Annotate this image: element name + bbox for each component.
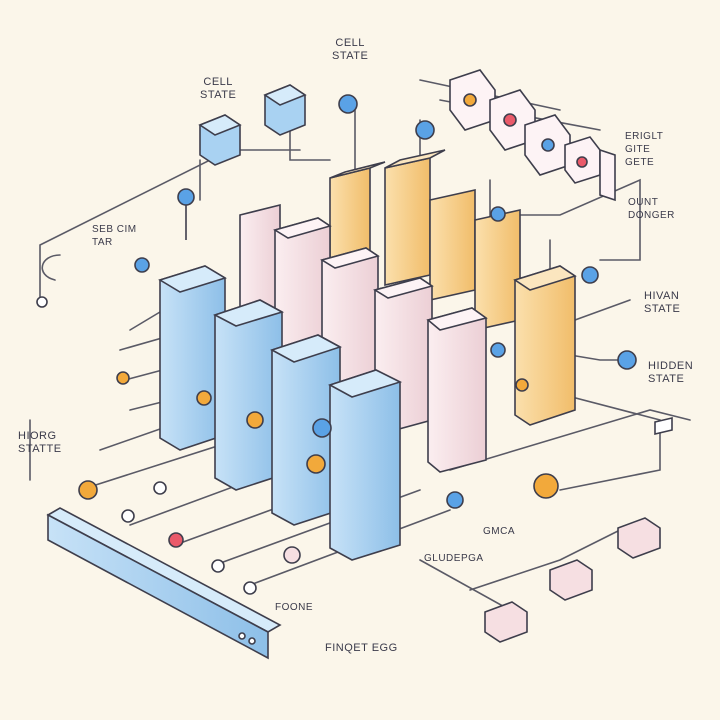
pink-block (426, 307, 488, 473)
label-finqet-egg: FINQET EGG (325, 642, 398, 654)
connector-icon (654, 416, 673, 436)
node-icon (246, 411, 264, 429)
node-icon (36, 296, 48, 308)
node-icon (490, 342, 506, 358)
orange-block (513, 265, 577, 426)
node-icon (153, 481, 167, 495)
label-foone: FOONE (275, 602, 314, 613)
blue-block (212, 299, 285, 491)
node-icon (338, 94, 358, 114)
node-icon (581, 266, 599, 284)
node-icon (283, 546, 301, 564)
blue-block (327, 369, 403, 561)
connector-icon (617, 517, 661, 559)
node-icon (306, 454, 326, 474)
blue-block (269, 334, 343, 526)
label-gludepga: GLUDEPGA (424, 553, 484, 564)
orange-block (429, 189, 476, 301)
node-icon (211, 559, 225, 573)
orange-block (474, 209, 521, 331)
chip-icon (564, 136, 601, 184)
chips (449, 69, 616, 202)
node-icon (177, 188, 195, 240)
node-icon (78, 480, 98, 500)
node-icon (415, 120, 435, 140)
node-icon (446, 491, 464, 509)
node-icon (243, 581, 257, 595)
node-icon (515, 378, 529, 392)
cube-icon (263, 84, 307, 136)
node-icon (121, 509, 135, 523)
cube-icon (198, 114, 242, 166)
chip-icon (449, 69, 496, 131)
nodes (36, 94, 637, 595)
node-icon (116, 371, 130, 385)
node-icon (533, 473, 559, 499)
connector-icon (549, 559, 593, 601)
label-gmca: GMCA (483, 526, 515, 537)
input-bar (46, 507, 282, 660)
node-icon (196, 390, 212, 406)
connector-icon (599, 148, 616, 202)
node-icon (617, 350, 637, 370)
chip-icon (524, 114, 571, 176)
node-icon (168, 532, 184, 548)
node-icon (490, 206, 506, 222)
connectors (484, 416, 673, 643)
connector-icon (484, 601, 528, 643)
node-icon (134, 257, 150, 273)
node-icon (312, 418, 332, 438)
gate-blocks-orange (329, 149, 577, 426)
